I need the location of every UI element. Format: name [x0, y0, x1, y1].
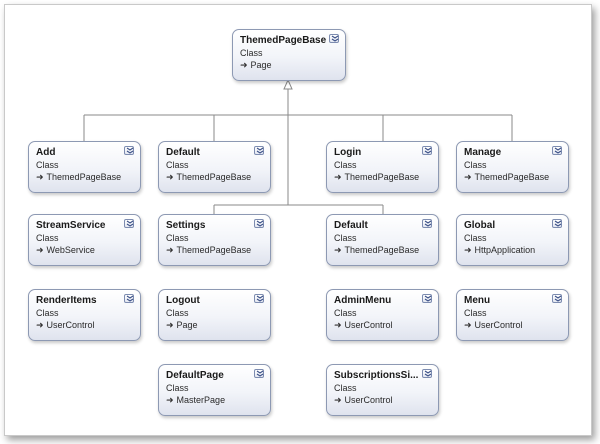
arrow-right-icon: ➜ — [36, 320, 44, 330]
class-base: ➜UserControl — [334, 320, 393, 330]
arrow-right-icon: ➜ — [334, 320, 342, 330]
class-kind: Class — [464, 160, 487, 170]
class-base: ➜WebService — [36, 245, 95, 255]
class-base: ➜Page — [166, 320, 198, 330]
class-kind: Class — [166, 383, 189, 393]
class-box-global[interactable]: Global Class ➜HttpApplication — [456, 214, 569, 266]
double-chevron-down-icon[interactable] — [254, 146, 264, 155]
double-chevron-down-icon[interactable] — [552, 294, 562, 303]
arrow-right-icon: ➜ — [464, 320, 472, 330]
double-chevron-down-icon[interactable] — [124, 146, 134, 155]
class-kind: Class — [334, 160, 357, 170]
class-base: ➜ThemedPageBase — [36, 172, 122, 182]
class-box-themedpagebase[interactable]: ThemedPageBase Class ➜Page — [232, 29, 346, 81]
class-box-default-2[interactable]: Default Class ➜ThemedPageBase — [326, 214, 439, 266]
class-base: ➜ThemedPageBase — [464, 172, 550, 182]
double-chevron-down-icon[interactable] — [552, 219, 562, 228]
class-kind: Class — [464, 308, 487, 318]
class-kind: Class — [166, 233, 189, 243]
inheritance-arrowhead — [283, 78, 293, 90]
class-name: Logout — [166, 295, 200, 306]
double-chevron-down-icon[interactable] — [422, 219, 432, 228]
arrow-right-icon: ➜ — [464, 245, 472, 255]
class-name: SubscriptionsSi... — [334, 370, 419, 381]
class-kind: Class — [334, 308, 357, 318]
class-base: ➜ThemedPageBase — [334, 245, 420, 255]
class-kind: Class — [240, 48, 263, 58]
class-box-manage[interactable]: Manage Class ➜ThemedPageBase — [456, 141, 569, 193]
double-chevron-down-icon[interactable] — [254, 219, 264, 228]
class-base: ➜ThemedPageBase — [166, 245, 252, 255]
class-name: Default — [166, 147, 200, 158]
arrow-right-icon: ➜ — [240, 60, 248, 70]
class-base: ➜UserControl — [36, 320, 95, 330]
class-name: Global — [464, 220, 496, 231]
class-name: ThemedPageBase — [240, 35, 327, 46]
class-box-menu[interactable]: Menu Class ➜UserControl — [456, 289, 569, 341]
class-name: Default — [334, 220, 368, 231]
class-name: RenderItems — [36, 295, 97, 306]
double-chevron-down-icon[interactable] — [552, 146, 562, 155]
class-name: StreamService — [36, 220, 106, 231]
double-chevron-down-icon[interactable] — [422, 369, 432, 378]
arrow-right-icon: ➜ — [166, 245, 174, 255]
arrow-right-icon: ➜ — [36, 245, 44, 255]
class-box-renderitems[interactable]: RenderItems Class ➜UserControl — [28, 289, 141, 341]
double-chevron-down-icon[interactable] — [422, 146, 432, 155]
arrow-right-icon: ➜ — [36, 172, 44, 182]
class-base: ➜ThemedPageBase — [334, 172, 420, 182]
class-name: AdminMenu — [334, 295, 392, 306]
class-name: Login — [334, 147, 362, 158]
class-box-adminmenu[interactable]: AdminMenu Class ➜UserControl — [326, 289, 439, 341]
class-kind: Class — [36, 233, 59, 243]
class-kind: Class — [334, 233, 357, 243]
class-box-defaultpage[interactable]: DefaultPage Class ➜MasterPage — [158, 364, 271, 416]
class-box-subscriptions[interactable]: SubscriptionsSi... Class ➜UserControl — [326, 364, 439, 416]
arrow-right-icon: ➜ — [334, 172, 342, 182]
arrow-right-icon: ➜ — [166, 395, 174, 405]
class-name: DefaultPage — [166, 370, 224, 381]
class-box-add[interactable]: Add Class ➜ThemedPageBase — [28, 141, 141, 193]
class-base: ➜Page — [240, 60, 272, 70]
class-name: Add — [36, 147, 56, 158]
class-kind: Class — [166, 160, 189, 170]
arrow-right-icon: ➜ — [166, 320, 174, 330]
class-box-settings[interactable]: Settings Class ➜ThemedPageBase — [158, 214, 271, 266]
class-base: ➜HttpApplication — [464, 245, 536, 255]
class-name: Manage — [464, 147, 502, 158]
arrow-right-icon: ➜ — [334, 395, 342, 405]
arrow-right-icon: ➜ — [464, 172, 472, 182]
double-chevron-down-icon[interactable] — [329, 34, 339, 43]
double-chevron-down-icon[interactable] — [254, 369, 264, 378]
class-kind: Class — [334, 383, 357, 393]
double-chevron-down-icon[interactable] — [422, 294, 432, 303]
double-chevron-down-icon[interactable] — [254, 294, 264, 303]
double-chevron-down-icon[interactable] — [124, 219, 134, 228]
class-base: ➜ThemedPageBase — [166, 172, 252, 182]
class-kind: Class — [36, 308, 59, 318]
class-name: Settings — [166, 220, 206, 231]
arrow-right-icon: ➜ — [334, 245, 342, 255]
arrow-right-icon: ➜ — [166, 172, 174, 182]
class-kind: Class — [166, 308, 189, 318]
double-chevron-down-icon[interactable] — [124, 294, 134, 303]
class-base: ➜UserControl — [464, 320, 523, 330]
class-box-default[interactable]: Default Class ➜ThemedPageBase — [158, 141, 271, 193]
class-base: ➜UserControl — [334, 395, 393, 405]
class-box-streamservice[interactable]: StreamService Class ➜WebService — [28, 214, 141, 266]
class-kind: Class — [36, 160, 59, 170]
class-box-logout[interactable]: Logout Class ➜Page — [158, 289, 271, 341]
class-name: Menu — [464, 295, 491, 306]
class-kind: Class — [464, 233, 487, 243]
class-base: ➜MasterPage — [166, 395, 226, 405]
class-box-login[interactable]: Login Class ➜ThemedPageBase — [326, 141, 439, 193]
